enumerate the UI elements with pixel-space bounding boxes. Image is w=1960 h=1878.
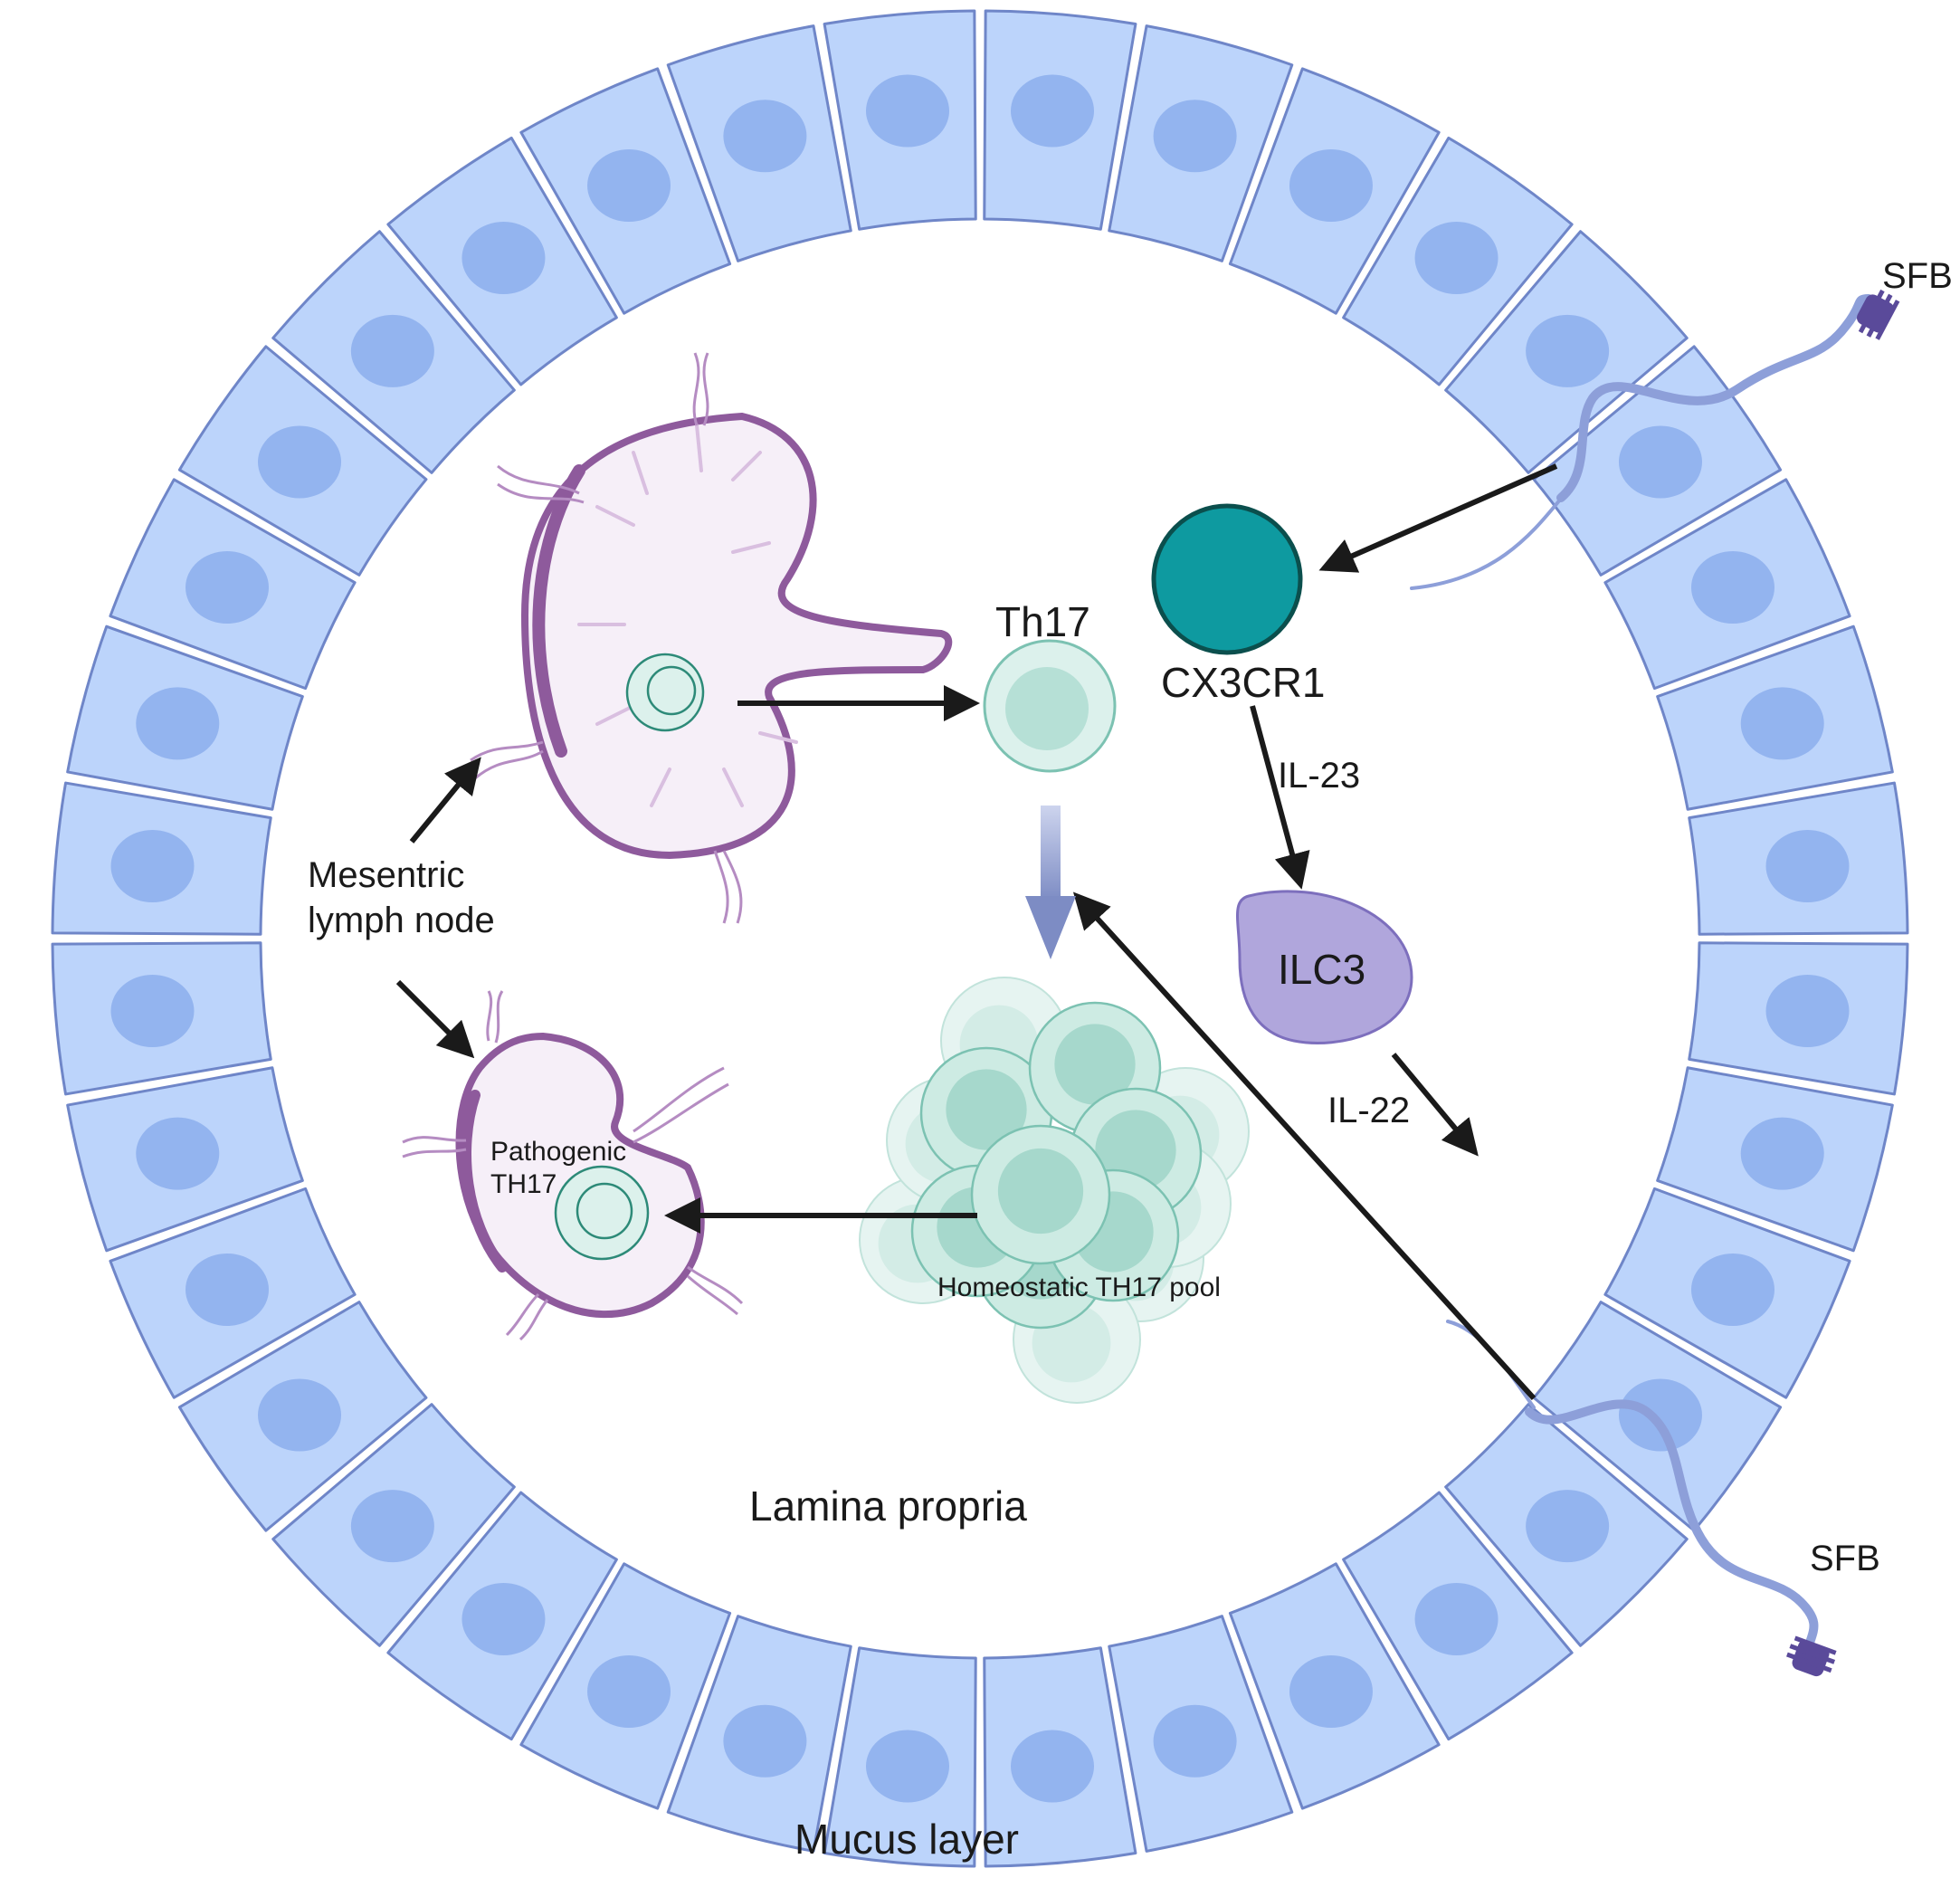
arrow-ilc3-il22	[1391, 1053, 1479, 1157]
label-sfb-top: SFB	[1882, 256, 1953, 296]
epithelial-cell-nucleus	[1153, 100, 1237, 173]
arrows	[395, 463, 1558, 1401]
lymph-node-small	[402, 990, 744, 1341]
homeostatic-th17-pool-cluster	[859, 977, 1250, 1404]
epithelial-cell-nucleus	[1526, 314, 1610, 387]
epithelial-cell-nucleus	[1690, 1253, 1774, 1326]
arrow-sfb-to-cx3cr1	[1318, 463, 1558, 573]
label-cx3cr1: CX3CR1	[1161, 659, 1326, 706]
label-il22: IL-22	[1327, 1091, 1410, 1130]
epithelial-cell-nucleus	[136, 1117, 220, 1190]
arrow-sfb-to-th17	[1072, 891, 1537, 1401]
label-homeostatic-pool: Homeostatic TH17 pool	[937, 1273, 1221, 1302]
epithelial-cell-nucleus	[1011, 1730, 1095, 1803]
epithelial-cell-nucleus	[865, 1730, 949, 1803]
th17-pool-cell-core	[997, 1148, 1084, 1235]
label-mesentric-line2: lymph node	[308, 901, 495, 940]
epithelial-cell-nucleus	[1618, 425, 1702, 499]
th17-pool-cell-core	[1054, 1024, 1136, 1105]
epithelial-cell-nucleus	[258, 1378, 342, 1452]
label-ilc3: ILC3	[1278, 946, 1365, 993]
epithelial-cell-nucleus	[186, 551, 270, 624]
ilc3-cell	[1236, 890, 1413, 1044]
label-sfb-bottom: SFB	[1810, 1539, 1880, 1578]
epithelial-cell-nucleus	[110, 975, 195, 1048]
epithelial-cell-nucleus	[1414, 222, 1499, 295]
label-pathogenic-line2: TH17	[490, 1169, 557, 1199]
epithelial-cell-nucleus	[1153, 1704, 1237, 1778]
lymph-node-large	[470, 352, 953, 924]
arrow-mesentric-to-large-node	[409, 757, 481, 844]
epithelial-cell-nucleus	[1740, 687, 1824, 760]
epithelial-cell-nucleus	[350, 1490, 434, 1563]
sfb-bacterium-top	[1410, 289, 1900, 590]
arrow-mesentric-to-small-node	[395, 979, 475, 1059]
sfb-bacterium-bottom	[1446, 1320, 1837, 1677]
label-pathogenic-line1: Pathogenic	[490, 1137, 626, 1167]
epithelial-cell-nucleus	[723, 1704, 807, 1778]
epithelial-cell-nucleus	[1765, 975, 1850, 1048]
epithelial-cell-nucleus	[1011, 74, 1095, 148]
epithelial-cell-nucleus	[1690, 551, 1774, 624]
label-lamina-propria: Lamina propria	[749, 1482, 1027, 1530]
epithelial-cell-nucleus	[723, 100, 807, 173]
epithelial-cell-nucleus	[587, 1654, 671, 1728]
epithelial-cell-nucleus	[461, 1582, 546, 1655]
label-th17: Th17	[995, 598, 1090, 645]
epithelial-cell-nucleus	[186, 1253, 270, 1326]
label-mesentric-line1: Mesentric	[308, 855, 464, 895]
arrow-cx3cr1-to-ilc3	[1250, 705, 1310, 890]
label-mucus-layer: Mucus layer	[794, 1816, 1019, 1863]
cx3cr1-cell	[1151, 503, 1303, 655]
epithelial-cell-nucleus	[1618, 1378, 1702, 1452]
epithelial-cell-nucleus	[587, 149, 671, 223]
epithelial-cell-nucleus	[1526, 1490, 1610, 1563]
epithelial-cell-nucleus	[1289, 1654, 1373, 1728]
th17-cell	[983, 639, 1117, 773]
epithelial-cell-nucleus	[350, 314, 434, 387]
label-il23: IL-23	[1278, 756, 1360, 796]
epithelial-cell-nucleus	[110, 829, 195, 902]
epithelial-cell-nucleus	[461, 222, 546, 295]
epithelial-cell-nucleus	[1289, 149, 1373, 223]
epithelial-cell-nucleus	[1765, 829, 1850, 902]
epithelial-cell-nucleus	[258, 425, 342, 499]
epithelial-cell-nucleus	[1414, 1582, 1499, 1655]
arrow-th17-to-pool	[1025, 806, 1076, 959]
th17-pool-cell-core	[946, 1069, 1027, 1150]
epithelial-cell-nucleus	[865, 74, 949, 148]
epithelial-cell-nucleus	[1740, 1117, 1824, 1190]
epithelial-cell-nucleus	[136, 687, 220, 760]
